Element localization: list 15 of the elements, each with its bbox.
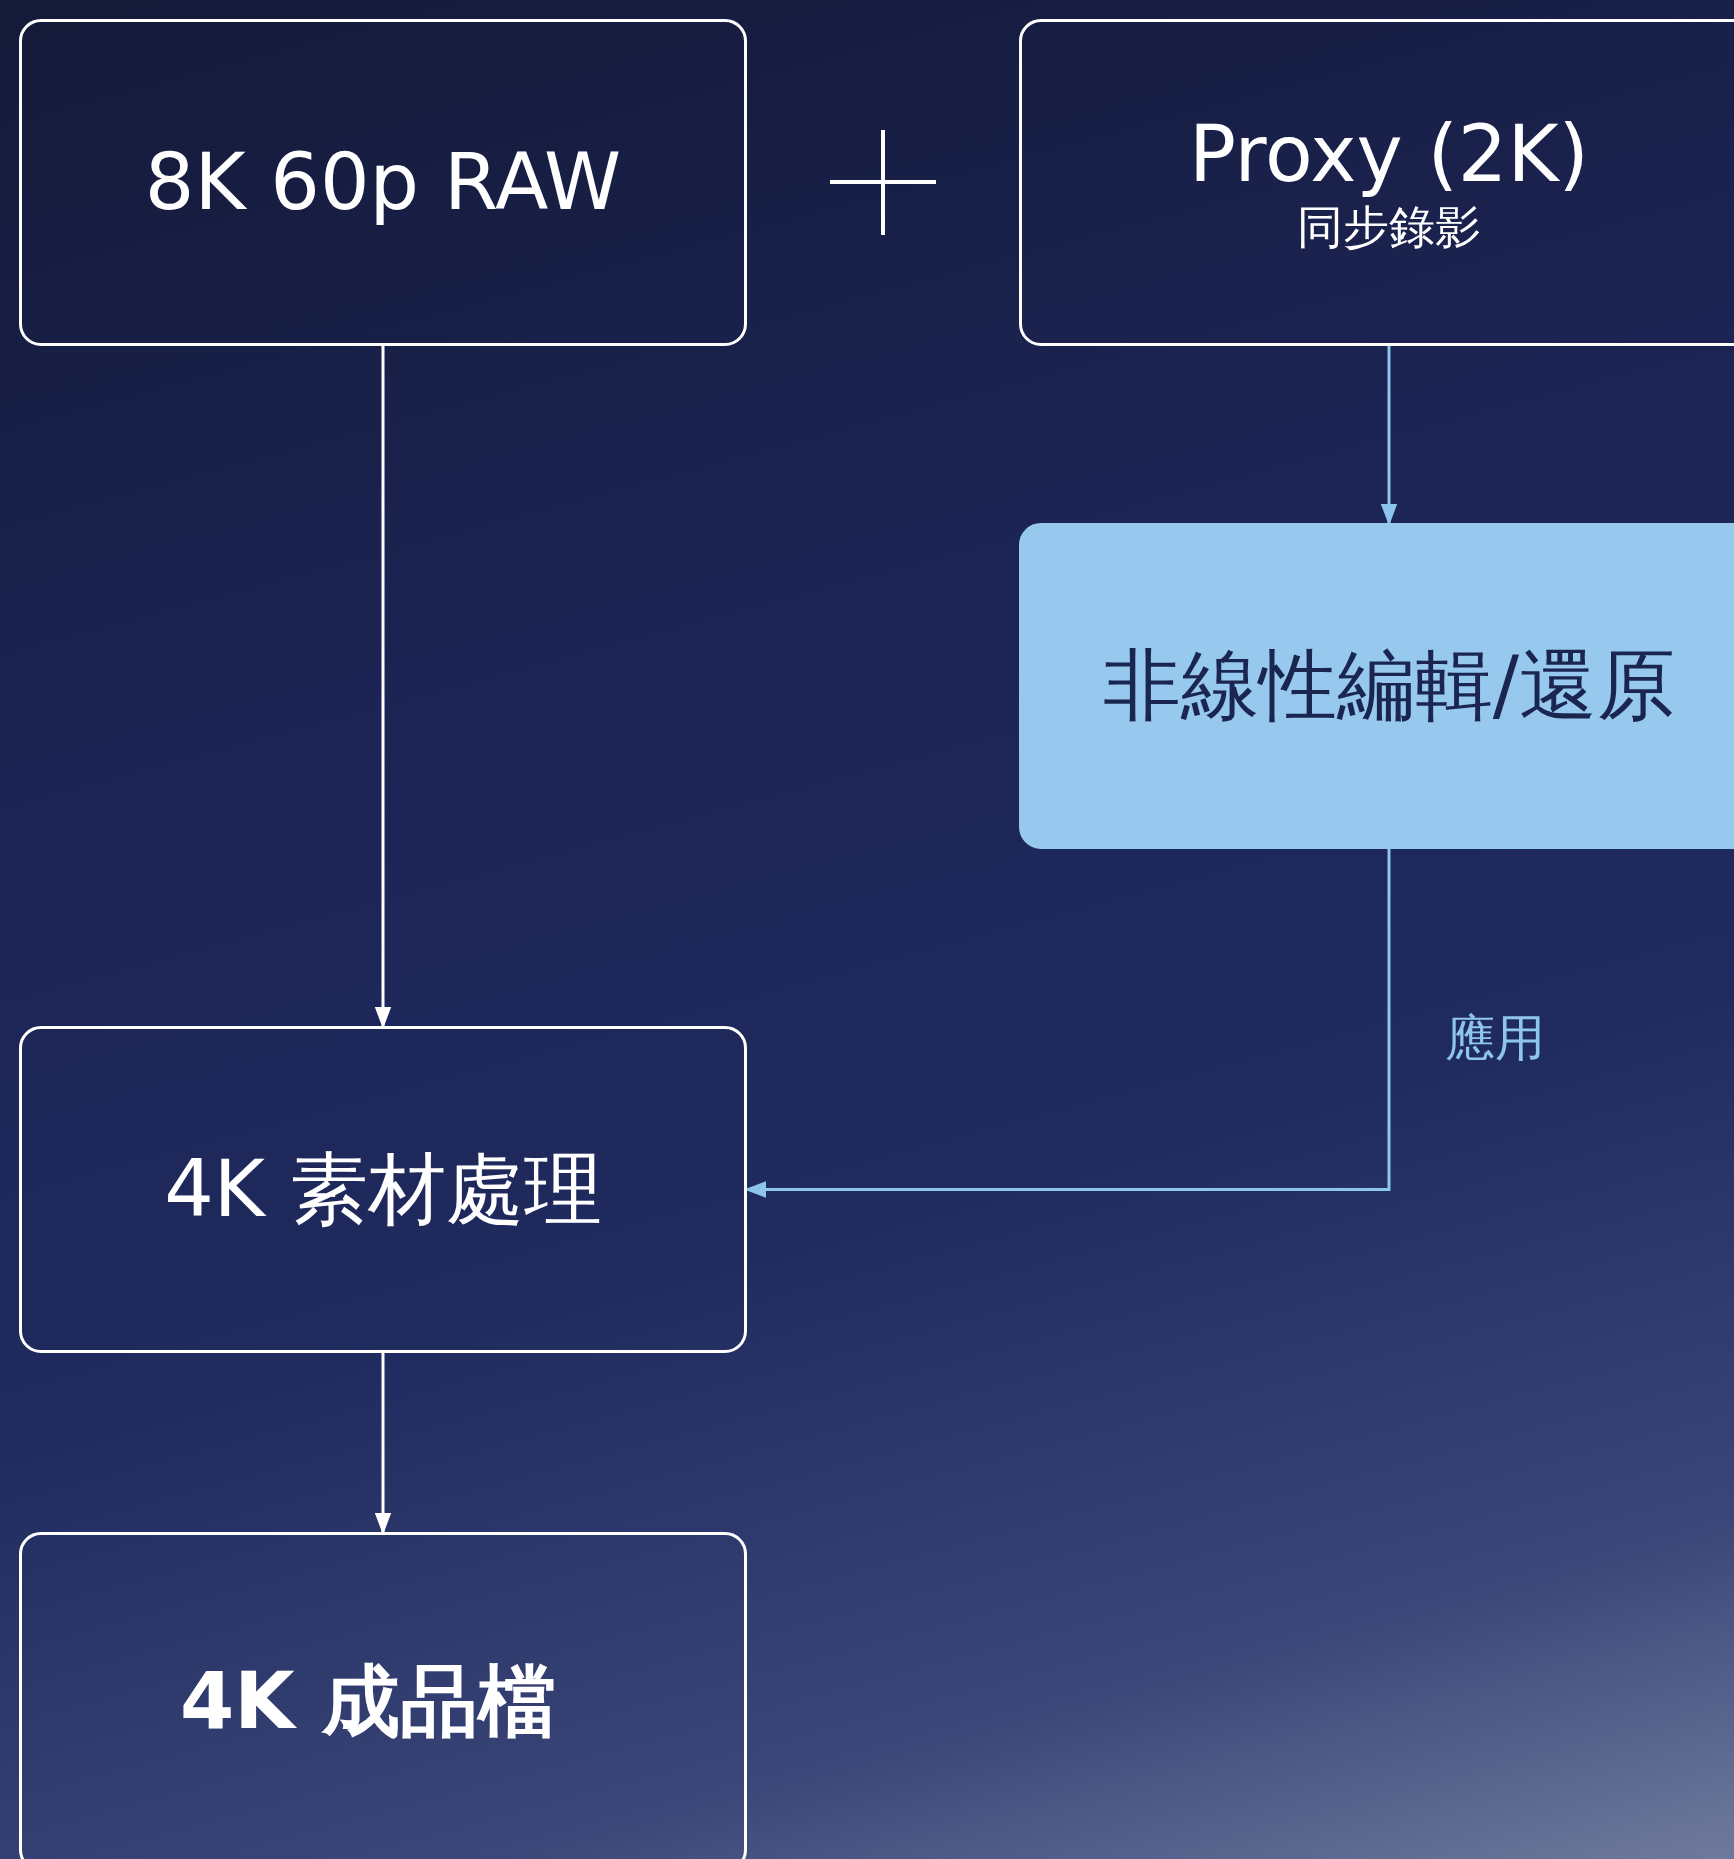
box-subtitle: 同步錄影	[1297, 199, 1481, 255]
process-box	[1019, 523, 1734, 849]
box-title: 8K 60p RAW	[144, 137, 622, 228]
process-box	[1019, 19, 1734, 346]
box-title: 4K 成品檔	[180, 1657, 556, 1747]
arrow	[744, 849, 1391, 1198]
box-title: 4K 素材處理	[164, 1144, 602, 1235]
edge-label: 應用	[1445, 1007, 1545, 1069]
process-box	[19, 1532, 747, 1859]
box-title: Proxy (2K)	[1188, 110, 1590, 200]
arrow	[374, 346, 392, 1029]
process-box	[19, 19, 747, 346]
box-title: 非線性編輯/還原	[1102, 641, 1676, 731]
arrow	[374, 1353, 392, 1535]
process-box	[19, 1026, 747, 1353]
